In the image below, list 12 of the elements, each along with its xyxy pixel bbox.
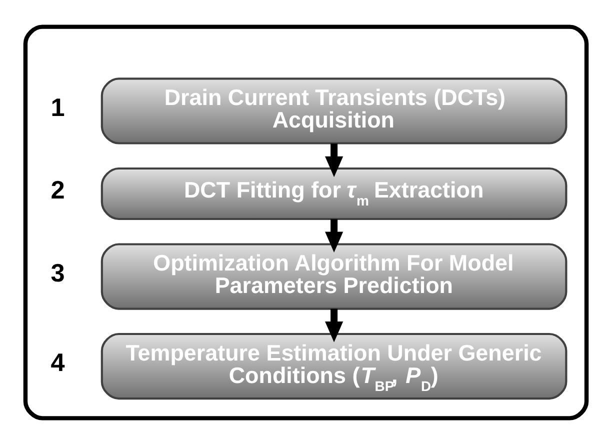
arrow — [325, 144, 344, 178]
node-label: 1 — [50, 94, 65, 122]
arrow — [325, 308, 344, 342]
cluster — [23, 24, 589, 420]
node-box: Drain Current Transients (DCTs) Acquisition — [100, 78, 568, 144]
node-box: Optimization Algorithm For Model Parameters Prediction — [100, 243, 568, 310]
node-label: 2 — [50, 176, 65, 205]
node-label: 3 — [50, 259, 65, 288]
arrow — [325, 219, 344, 252]
node-label: 4 — [50, 349, 65, 378]
node-box: DCT Fitting for τ$_{m}$ Extraction — [100, 167, 568, 220]
node-box: Temperature Estimation Under Generic Conditions (T$_{BP}$, P$_{D}$) — [100, 332, 568, 400]
